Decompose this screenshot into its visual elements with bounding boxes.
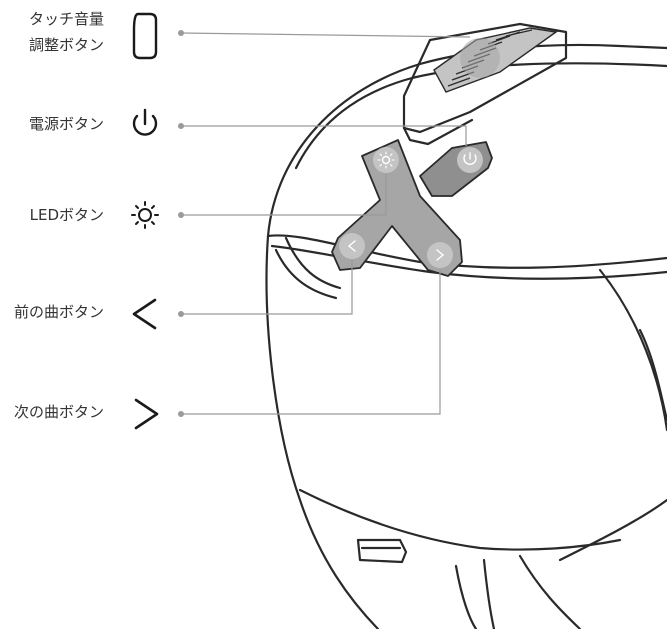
helmet-right-curve-3 (638, 328, 667, 422)
helmet-lower-opening-3 (518, 554, 582, 629)
leader-dot-led (178, 212, 184, 218)
helmet-visor-edge-inner (270, 244, 667, 280)
helmet-spoiler (402, 22, 568, 134)
pill-outline-icon (132, 12, 158, 60)
sun-icon (131, 201, 159, 229)
helmet-illustration (265, 22, 667, 629)
led-label: LEDボタン (29, 206, 104, 224)
leader-led (181, 174, 387, 216)
leader-lines (180, 32, 471, 415)
leader-dots (178, 30, 184, 417)
x-pad-left-arm (331, 139, 463, 277)
leader-next (181, 270, 441, 415)
leader-dot-prev (178, 311, 184, 317)
power-label: 電源ボタン (28, 115, 104, 133)
helmet-lower-opening-2 (482, 558, 496, 629)
helmet-visor-edge (266, 234, 667, 269)
prev-button (339, 233, 365, 259)
touch-volume-label-line1: タッチ音量 (28, 10, 104, 28)
led-button (373, 147, 399, 173)
leader-dot-next (178, 411, 184, 417)
power-button (457, 147, 483, 173)
chin-vent (356, 538, 408, 564)
leader-dot-touch-volume (178, 30, 184, 36)
next-track-label: 次の曲ボタン (13, 403, 104, 421)
helmet-right-curve-2 (558, 498, 667, 562)
prev-track-label: 前の曲ボタン (13, 303, 104, 321)
helmet-brow-groove (284, 236, 342, 290)
x-pad-power-arm (419, 141, 493, 197)
chevron-left-icon (132, 298, 157, 330)
leader-touch-volume (180, 32, 471, 38)
touch-volume-label: タッチ音量 調整ボタン (29, 6, 104, 58)
leader-power (181, 125, 467, 146)
volume-strip (433, 27, 558, 93)
leader-dot-power (178, 123, 184, 129)
touch-volume-label-line2: 調整ボタン (28, 36, 104, 54)
helmet-right-curve (598, 268, 667, 432)
x-control-pad (331, 139, 493, 277)
helmet-body-line (298, 488, 622, 551)
next-button (427, 242, 453, 268)
leader-prev (181, 260, 353, 315)
helmet-lower-opening (454, 564, 478, 629)
volume-strip-dot (460, 38, 500, 78)
helmet-inner-shell (294, 62, 667, 170)
helmet-brow-groove-2 (274, 248, 338, 300)
power-icon (132, 108, 158, 136)
helmet-spoiler-front (402, 118, 474, 146)
chevron-right-icon (134, 398, 159, 430)
